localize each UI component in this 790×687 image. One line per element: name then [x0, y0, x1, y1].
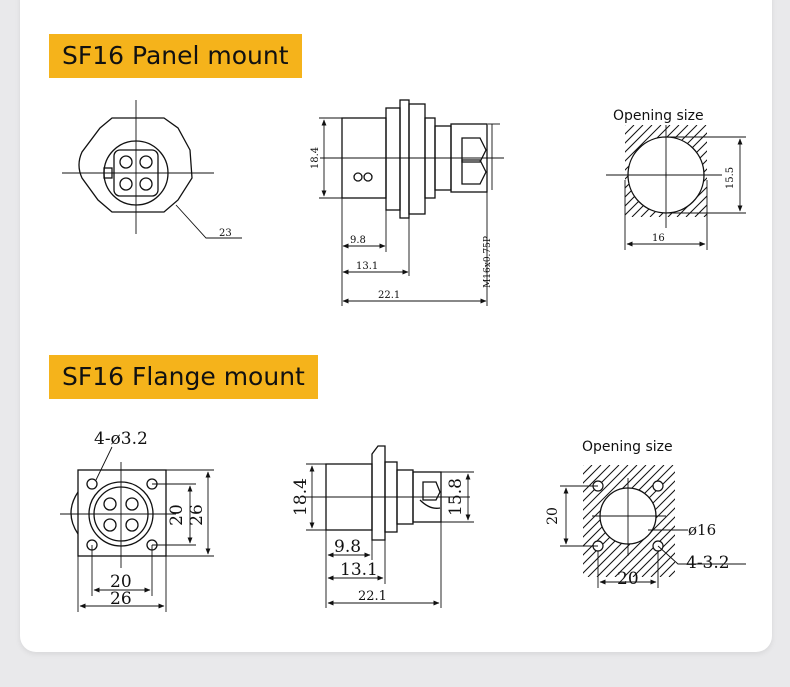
flange-opening-label: Opening size	[582, 439, 673, 455]
flange-front-dim-20w: 20	[110, 572, 132, 592]
hatch-line	[583, 465, 611, 493]
hatch-line	[732, 465, 790, 577]
hatch-line	[583, 465, 593, 475]
hatch-line	[641, 543, 675, 577]
panel-front-dim-23: 23	[219, 228, 232, 239]
flange-side-dim-13-1: 13.1	[340, 560, 378, 580]
panel-side-dim-22-1: 22.1	[378, 290, 400, 301]
content-card	[20, 0, 772, 652]
hatch-line	[694, 204, 707, 217]
hatch-line	[583, 465, 629, 511]
hatch-line	[625, 125, 662, 162]
flange-front-holes: 4-ø3.2	[94, 429, 148, 449]
flange-opening-dim-20v: 20	[545, 507, 561, 525]
panel-opening-dim-15-5: 15.5	[725, 167, 736, 189]
flange-front-dim-26h: 26	[187, 504, 207, 526]
hatch-line	[632, 534, 675, 577]
flange-front-dim-26w: 26	[110, 589, 132, 609]
panel-side-dim-9-8: 9.8	[350, 235, 366, 246]
hatch-line	[583, 465, 638, 520]
flange-mount-title: SF16 Flange mount	[49, 355, 318, 399]
panel-front-view: 23	[62, 100, 242, 239]
flange-side-dim-9-8: 9.8	[334, 537, 361, 557]
panel-mount-title: SF16 Panel mount	[49, 34, 302, 78]
flange-front-view: 4-ø3.2 20 26 20 26	[60, 429, 214, 612]
panel-opening-dim-16: 16	[652, 233, 665, 244]
hatch-line	[767, 125, 790, 217]
hatch-line	[777, 465, 790, 577]
hatch-line	[749, 125, 790, 217]
hatch-line	[614, 516, 675, 577]
flange-side-dim-18-4: 18.4	[291, 478, 311, 516]
flange-opening-dim-20h: 20	[617, 569, 639, 589]
hatch-line	[583, 465, 647, 529]
hatch-line	[786, 465, 790, 577]
panel-side-dim-18-4: 18.4	[310, 147, 321, 169]
panel-side-dim-13-1: 13.1	[356, 261, 378, 272]
flange-opening-dim-d16: ø16	[688, 521, 716, 539]
flange-side-dim-15-8: 15.8	[446, 478, 466, 516]
hatch-line	[625, 125, 626, 126]
hatch-line	[625, 125, 644, 144]
hatch-line	[785, 125, 790, 217]
hatch-line	[685, 195, 707, 217]
flange-side-view: 18.4 15.8 9.8 13.1 22.1	[291, 445, 474, 608]
hatch-line	[605, 507, 675, 577]
hatch-line	[750, 465, 790, 577]
panel-side-view: 18.4 9.8 13.1 22.1 M16x0.75P	[310, 99, 504, 306]
flange-side-dim-22-1: 22.1	[358, 589, 387, 604]
hatch-line	[703, 213, 707, 217]
flange-front-dim-20h: 20	[167, 504, 187, 526]
panel-side-thread: M16x0.75P	[483, 236, 493, 288]
hatch-line	[740, 125, 790, 217]
panel-opening-view: Opening size 15.5 16	[606, 108, 790, 250]
hatch-line	[623, 525, 675, 577]
hatch-line	[625, 125, 653, 153]
flange-opening-view: Opening size 20 ø16 4-3.2 20	[545, 439, 790, 589]
hatch-line	[650, 552, 675, 577]
hatch-line	[723, 465, 790, 577]
flange-opening-holes: 4-3.2	[686, 553, 730, 573]
panel-opening-label: Opening size	[613, 108, 704, 124]
hatch-line	[758, 125, 790, 217]
hatch-line	[776, 125, 790, 217]
hatch-line	[625, 125, 635, 135]
hatch-line	[759, 465, 790, 577]
hatch-line	[741, 465, 790, 577]
hatch-line	[583, 465, 656, 538]
hatch-line	[768, 465, 790, 577]
